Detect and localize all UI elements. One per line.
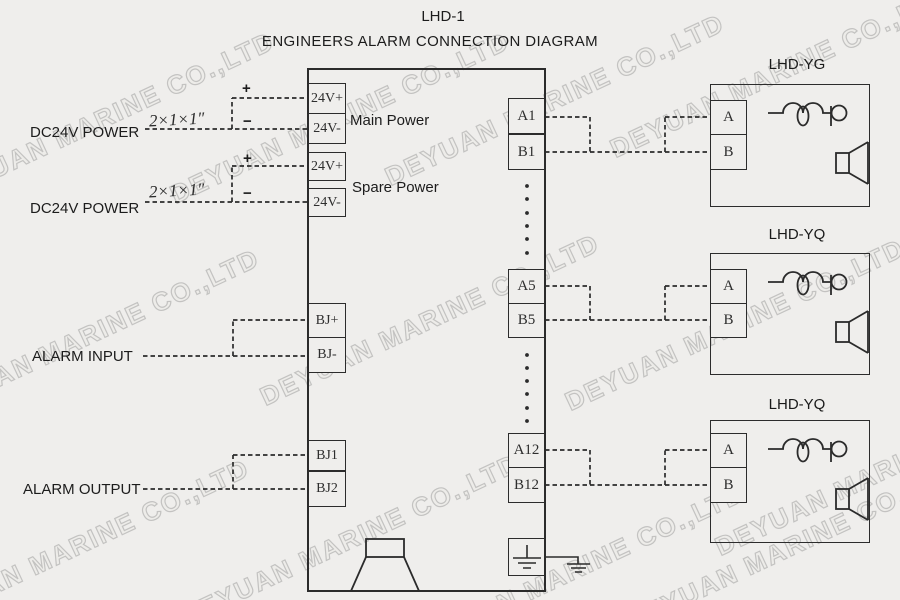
terminal-bj2: BJ2 — [308, 471, 346, 507]
wire-main-power — [145, 97, 308, 130]
speaker1-terminal-b: B — [710, 134, 747, 170]
alarm-output-label: ALARM OUTPUT — [23, 481, 141, 498]
spare-power-label: Spare Power — [352, 179, 439, 196]
continuation-dots — [525, 184, 529, 423]
speaker-title-3: LHD-YQ — [768, 396, 826, 413]
inductor-icon — [768, 271, 848, 296]
cable-spec-label-1: 2×1×1″ — [148, 108, 205, 131]
cable-spec-label-2: 2×1×1″ — [148, 179, 205, 202]
terminal-a12: A12 — [508, 433, 545, 468]
speaker-title-2: LHD-YQ — [768, 226, 826, 243]
minus-sign: − — [243, 113, 252, 130]
terminal-24v-plus-spare: 24V+ — [308, 152, 346, 181]
plus-sign: + — [242, 80, 251, 97]
terminal-b12: B12 — [508, 467, 545, 503]
terminal-bj-minus: BJ- — [308, 337, 346, 373]
dc24v-power-label-2: DC24V POWER — [30, 200, 140, 217]
ground-icon — [513, 545, 541, 569]
wire-speaker-2 — [545, 285, 710, 321]
terminal-bj-plus: BJ+ — [308, 303, 346, 338]
wire-alarm-output — [143, 454, 308, 490]
earth-connection-icon — [546, 556, 590, 573]
terminal-24v-minus-main: 24V- — [308, 113, 346, 144]
speaker3-terminal-a: A — [710, 433, 747, 468]
terminal-b1: B1 — [508, 134, 545, 170]
dc24v-power-label-1: DC24V POWER — [30, 124, 140, 141]
terminal-earth — [508, 538, 546, 576]
inductor-icon — [768, 102, 848, 127]
wire-spare-power — [145, 165, 308, 203]
speaker3-terminal-b: B — [710, 467, 747, 503]
speaker-icon — [835, 310, 869, 354]
main-power-label: Main Power — [350, 112, 430, 129]
alarm-input-label: ALARM INPUT — [32, 348, 133, 365]
terminal-24v-minus-spare: 24V- — [308, 188, 346, 217]
wire-speaker-1 — [545, 116, 710, 153]
speaker-title-1: LHD-YG — [768, 56, 826, 73]
buzzer-icon — [350, 538, 420, 592]
inductor-icon — [768, 438, 848, 463]
speaker1-terminal-a: A — [710, 100, 747, 135]
speaker2-terminal-a: A — [710, 269, 747, 304]
plus-sign: + — [243, 150, 252, 167]
minus-sign: − — [243, 185, 252, 202]
terminal-b5: B5 — [508, 303, 545, 338]
speaker-icon — [835, 477, 869, 521]
speaker2-terminal-b: B — [710, 303, 747, 338]
wire-speaker-3 — [545, 449, 710, 486]
diagram-title: ENGINEERS ALARM CONNECTION DIAGRAM — [261, 33, 599, 50]
terminal-24v-plus-main: 24V+ — [308, 83, 346, 114]
terminal-bj1: BJ1 — [308, 440, 346, 471]
dashed-wiring — [143, 97, 710, 490]
diagram-model: LHD-1 — [421, 8, 465, 25]
speaker-icon — [835, 141, 869, 185]
wire-alarm-input — [143, 319, 308, 357]
terminal-a5: A5 — [508, 269, 545, 304]
terminal-a1: A1 — [508, 98, 545, 134]
